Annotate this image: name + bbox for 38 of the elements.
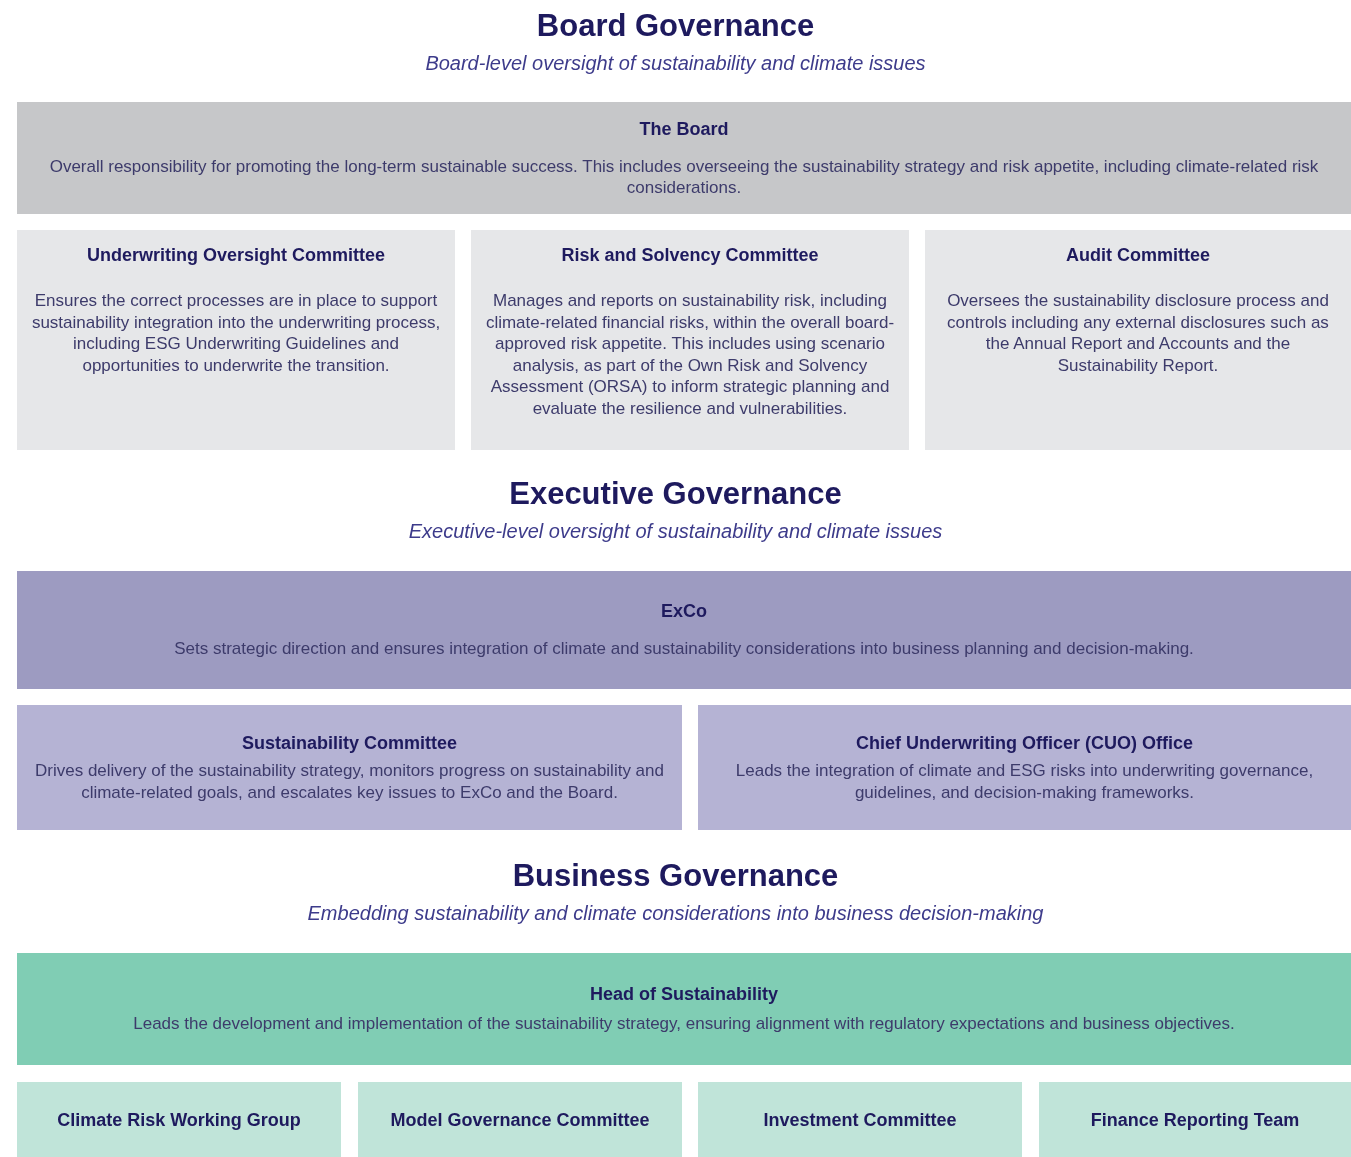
box-description: Ensures the correct processes are in place to support sustainability integration into the underwriting process, including ESG Underwriting Guidelines and opportunities to underwrite the transition. (30, 290, 442, 376)
box-description: Drives delivery of the sustainability strategy, monitors progress on sustainability and climate-related goals, and escalates key issues to ExCo and the Board. (34, 760, 665, 803)
committee-box (698, 1082, 1022, 1157)
box-heading: Sustainability Committee (241, 732, 457, 754)
committee-box (358, 1082, 682, 1157)
box-description: Leads the integration of climate and ESG risks into underwriting governance, guidelines, and decision-making frameworks. (734, 760, 1315, 803)
committee-box (17, 571, 1351, 689)
section-subtitle: Board-level oversight of sustainability and climate issues (424, 52, 927, 75)
committee-box (17, 705, 682, 830)
box-heading: Head of Sustainability (589, 983, 778, 1006)
box-description: Sets strategic direction and ensures integration of climate and sustainability considerations into business planning and decision-making. (174, 638, 1194, 660)
section-subtitle: Executive-level oversight of sustainability and climate issues (407, 520, 944, 543)
box-heading: Investment Committee (763, 1108, 957, 1131)
box-heading: Climate Risk Working Group (57, 1108, 301, 1131)
section-heading: Executive Governance (508, 476, 843, 512)
box-heading: The Board (639, 117, 729, 140)
committee-box (698, 705, 1351, 830)
committee-box (17, 953, 1351, 1065)
box-description: Oversees the sustainability disclosure process and controls including any external disclosures such as the Annual Report and Accounts and the Sustainability Report. (946, 290, 1330, 376)
committee-box (17, 1082, 341, 1157)
box-heading: Finance Reporting Team (1090, 1108, 1300, 1131)
committee-box (17, 230, 455, 450)
box-heading: Model Governance Committee (390, 1108, 650, 1131)
committee-box (471, 230, 909, 450)
box-description: Leads the development and implementation of the sustainability strategy, ensuring alignment with regulatory expectations and business objectives. (133, 1013, 1235, 1035)
committee-box (925, 230, 1351, 450)
section-heading: Board Governance (535, 8, 816, 44)
box-heading: Chief Underwriting Officer (CUO) Office (856, 732, 1193, 754)
section-heading: Business Governance (511, 858, 840, 894)
committee-box (17, 102, 1351, 214)
box-description: Overall responsibility for promoting the long-term sustainable success. This includes overseeing the sustainability strategy and risk appetite, including climate-related risk considerations. (48, 155, 1320, 199)
box-heading: Audit Committee (1066, 244, 1210, 266)
box-heading: Risk and Solvency Committee (561, 244, 819, 266)
committee-box (1039, 1082, 1351, 1157)
section-subtitle: Embedding sustainability and climate considerations into business decision-making (306, 902, 1045, 925)
box-description: Manages and reports on sustainability risk, including climate-related financial risks, within the overall board-approved risk appetite. This includes using scenario analysis, as part of the Own Risk and Solvency Assessment (ORSA) to inform strategic planning and evaluate the resilience and vulnerabilities. (484, 290, 896, 419)
box-heading: ExCo (661, 600, 707, 623)
box-heading: Underwriting Oversight Committee (86, 244, 385, 266)
